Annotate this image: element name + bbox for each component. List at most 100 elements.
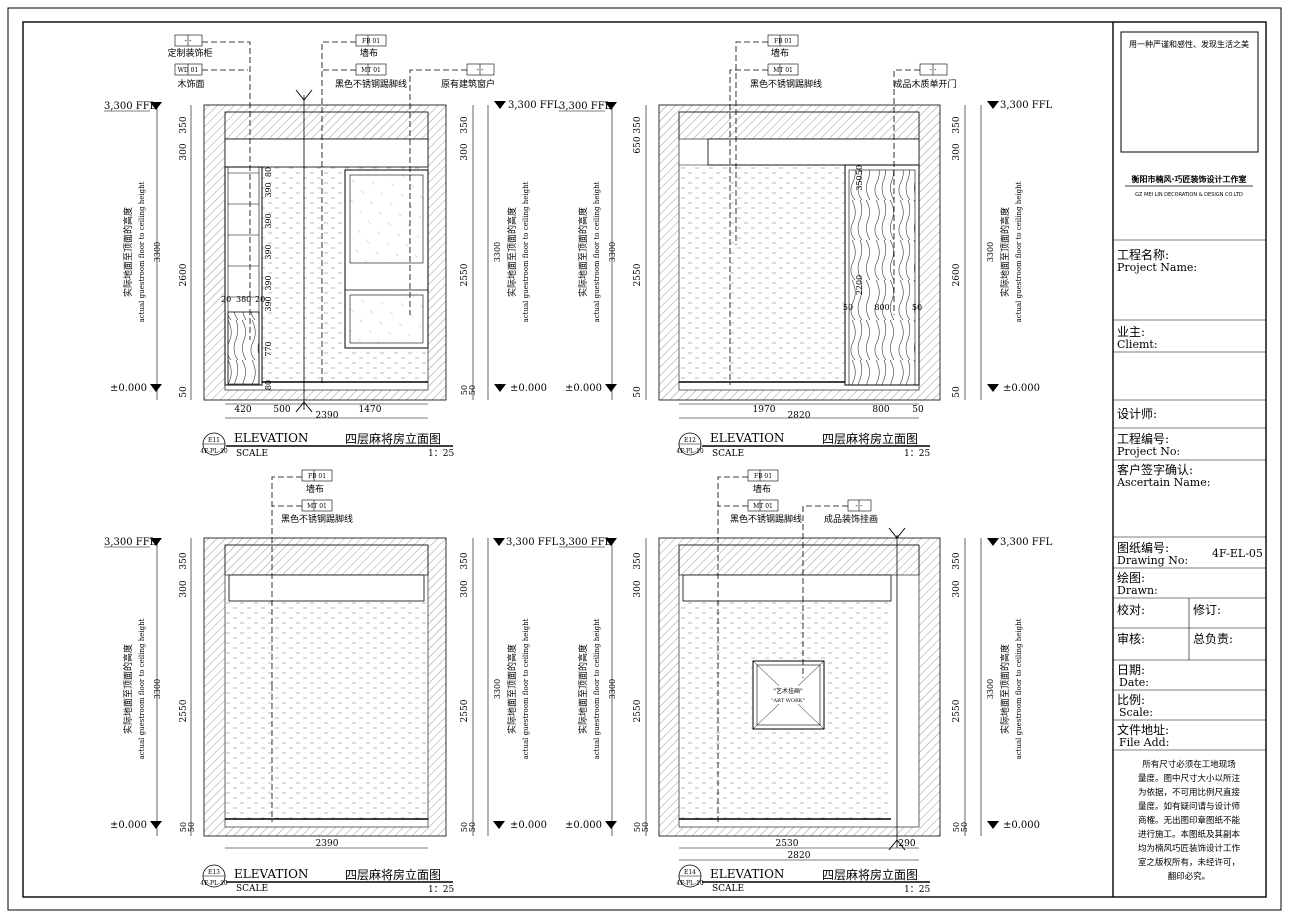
artwork-label-en: "ART WORK" xyxy=(771,698,805,704)
elevation-e13: FB 01 墙布 MT 01 黑色不锈钢踢脚线 3,300 FFL ±0.000… xyxy=(104,469,559,895)
inner-border xyxy=(22,21,1267,898)
level-marker-icon xyxy=(987,538,999,546)
dim-label: 350 xyxy=(460,116,470,133)
door-panel xyxy=(848,169,916,386)
scale-value: 1：25 xyxy=(428,449,454,459)
dim-label: 2550 xyxy=(179,699,189,722)
level-marker-icon xyxy=(150,538,162,546)
dim-label: 50 xyxy=(187,822,196,832)
check-label: 校对: xyxy=(1117,602,1145,617)
level-marker-icon xyxy=(987,101,999,109)
dim-total: 2820 xyxy=(788,411,811,421)
height-label-en: actual guestroom floor to ceiling height xyxy=(522,181,530,322)
level-marker-icon xyxy=(605,821,617,829)
ascertain-label: 客户签字确认: xyxy=(1117,462,1193,477)
dim-label: 2550 xyxy=(460,263,470,286)
tag-label: 成品木质单开门 xyxy=(893,78,956,90)
level-bottom: ±0.000 xyxy=(565,820,602,831)
scale-label: SCALE xyxy=(236,449,268,459)
dim-label: 50 xyxy=(641,822,650,832)
dim-label: 390 xyxy=(264,213,273,228)
height-label-en: actual guestroom floor to ceiling height xyxy=(138,618,146,759)
review-label: 审核: xyxy=(1117,631,1145,646)
tag-code: - - xyxy=(930,66,938,74)
dim-label: 350 xyxy=(952,552,962,569)
height-value: 3300 xyxy=(493,679,502,699)
dim-label: 50 xyxy=(179,822,188,832)
title-block: 用一种严谨和感性、发现生活之美 衡阳市楠风·巧匠装饰设计工作室 GZ MEI L… xyxy=(1112,22,1266,897)
dim-label: 50 xyxy=(960,822,969,832)
elevation-e11: - - 定制装饰柜 WD 01 木饰面 FB 01 墙布 MT 01 黑色不锈钢… xyxy=(104,34,561,459)
elevation-code: E11 xyxy=(208,437,220,444)
dim-label: 390 xyxy=(264,275,273,290)
dim-label: 50 xyxy=(855,165,864,175)
company-name-en: GZ MEI LIN DECORATION & DESIGN CO.LTD xyxy=(1135,192,1243,198)
dim-label: 50 xyxy=(468,385,477,395)
dim-label: 2550 xyxy=(633,699,643,722)
cabinet-wood-door xyxy=(227,311,260,385)
elevation-e14: "艺术挂画" "ART WORK" FB 01 墙布 MT 01 黑色不锈钢踢脚… xyxy=(559,469,1053,895)
dim-label: 300 xyxy=(460,580,470,597)
dim-label: 20 xyxy=(221,295,231,304)
tag-label: 原有建筑窗户 xyxy=(441,78,495,90)
drawn-label-en: Drawn: xyxy=(1117,584,1158,597)
elevation-title-cn: 四层麻将房立面图 xyxy=(822,431,918,446)
level-top: 3,300 FFL xyxy=(559,537,612,548)
elevation-title: ELEVATION xyxy=(710,431,784,445)
dim-label: 80 xyxy=(264,380,273,390)
ceiling-section xyxy=(224,111,429,140)
tag-code: MT 01 xyxy=(773,67,793,74)
dim-total: 2390 xyxy=(316,411,339,421)
level-bottom: ±0.000 xyxy=(110,383,147,394)
dim-label: 350 xyxy=(633,116,643,133)
tag-code: MT 01 xyxy=(361,67,381,74)
dim-label: 500 xyxy=(273,405,290,415)
dim-label: 380 xyxy=(236,295,251,304)
scale-label: 比例: xyxy=(1117,693,1145,707)
elevation-code: E14 xyxy=(684,869,696,876)
elevation-title: ELEVATION xyxy=(234,867,308,881)
level-bottom: ±0.000 xyxy=(510,383,547,394)
height-value: 3300 xyxy=(153,679,162,699)
height-label-en: actual guestroom floor to ceiling height xyxy=(593,618,601,759)
wall-fabric xyxy=(679,165,845,382)
height-label-cn: 实际地面至顶面的高度 xyxy=(122,207,134,297)
level-top: 3,300 FFL xyxy=(559,101,612,112)
ceiling-recess xyxy=(224,138,429,168)
dim-label: 50 xyxy=(912,405,924,415)
motto: 用一种严谨和感性、发现生活之美 xyxy=(1129,39,1249,49)
tag-label: 黑色不锈钢踢脚线 xyxy=(730,513,802,525)
height-label-cn: 实际地面至顶面的高度 xyxy=(506,207,518,297)
date-label: 日期: xyxy=(1117,663,1145,677)
level-bottom: ±0.000 xyxy=(565,383,602,394)
dim-label: 650 xyxy=(633,136,643,153)
level-marker-icon xyxy=(605,102,617,110)
dim-total: 2390 xyxy=(316,839,339,849)
chief-label: 总负责: xyxy=(1193,632,1233,646)
height-label-cn: 实际地面至顶面的高度 xyxy=(577,207,589,297)
tag-label: 墙布 xyxy=(753,483,771,495)
tag-label: 定制装饰柜 xyxy=(167,47,212,59)
scale-label-en: Scale: xyxy=(1119,706,1153,719)
dim-label: 50 xyxy=(952,822,961,832)
dim-label: 2600 xyxy=(179,263,189,286)
section-arrow-icon xyxy=(888,839,906,851)
drawing-no-value: 4F-EL-05 xyxy=(1212,547,1263,560)
scale-label: SCALE xyxy=(236,884,268,894)
dim-label: 2200 xyxy=(855,275,864,295)
note-line: 翻印必究。 xyxy=(1168,871,1211,882)
dim-label: 390 xyxy=(264,244,273,259)
section-arrow-icon xyxy=(295,89,313,101)
tag-code: - - xyxy=(477,66,485,74)
height-label-cn: 实际地面至顶面的高度 xyxy=(122,644,134,734)
tag-code: WD 01 xyxy=(178,67,199,74)
dim-label: 300 xyxy=(952,143,962,160)
note-line: 量度。如有疑问请与设计师 xyxy=(1138,801,1241,812)
drawing-no-label: 图纸编号: xyxy=(1117,540,1169,555)
level-top: 3,300 FFL xyxy=(506,537,559,548)
height-label-cn: 实际地面至顶面的高度 xyxy=(506,644,518,734)
note-line: 商榷。无出图印章图纸不能 xyxy=(1138,815,1241,826)
elevation-title-cn: 四层麻将房立面图 xyxy=(822,867,918,882)
dim-label: 1970 xyxy=(753,405,776,415)
tag-code: - - xyxy=(856,502,864,510)
